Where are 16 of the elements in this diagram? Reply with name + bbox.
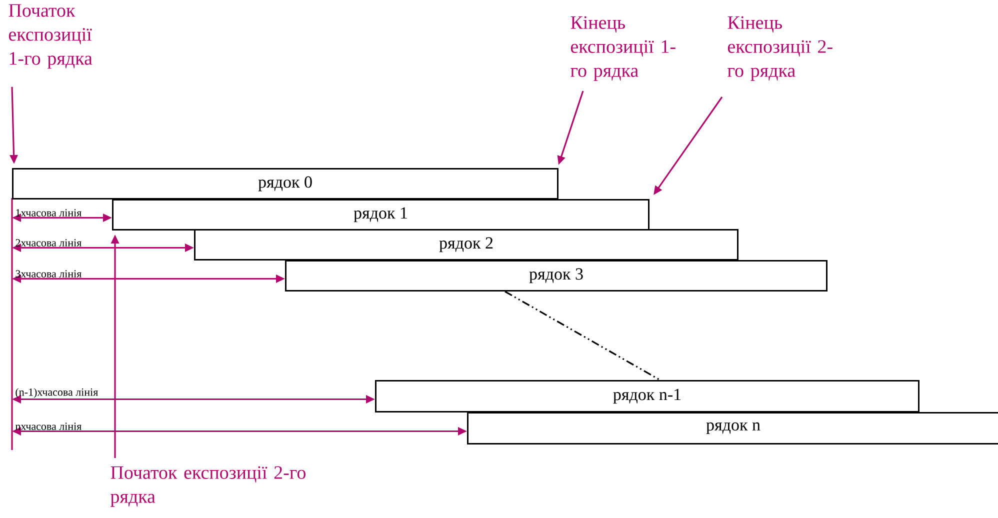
edge-label: (n-1)хчасова лінія [16,388,98,398]
row-box: рядок 1 [112,199,650,230]
edge-label: 1хчасова лінія [16,209,82,217]
edge-label: 2хчасова лінія [16,239,82,247]
annotation-text: Початок експозиції 2-го рядка [110,466,306,507]
row-box: рядок n-1 [375,380,920,412]
row-box: рядок 2 [194,229,738,260]
annotation-text: Кінець експозиції 2-го рядка [728,16,832,81]
row-box: рядок n [467,412,998,444]
annotation-text: Кінець експозиції 1-го рядка [570,16,676,81]
edge-label: nхчасова лінія [15,422,82,430]
annotation-text: Початок експозиції 1-го рядка [8,4,92,69]
edge-label: 3хчасова лінія [16,270,82,278]
row-box: рядок 3 [285,260,828,292]
dash-dot-line [504,290,660,381]
row-box: рядок 0 [12,168,558,200]
